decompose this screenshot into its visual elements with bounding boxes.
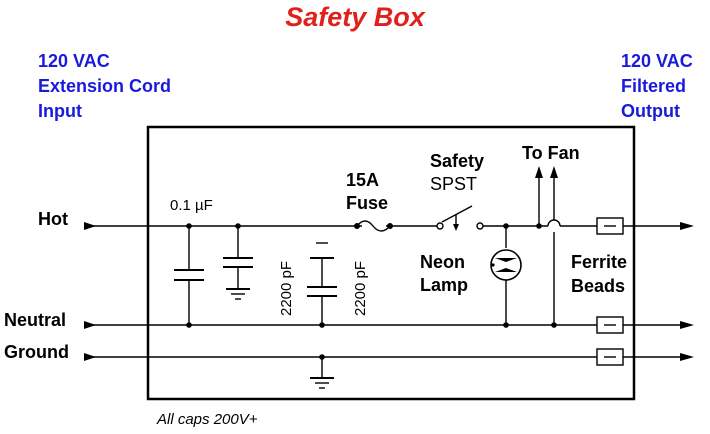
fuse-label-line-2: Fuse [346, 193, 388, 213]
capacitor-2200pf-neutral [307, 242, 337, 328]
hot-input-arrow [84, 222, 96, 230]
output-label-line-3: Output [621, 101, 680, 121]
fan-taps [535, 166, 558, 328]
fuse [354, 220, 393, 232]
ground-output-arrow [680, 353, 694, 361]
lamp-label-line-1: Neon [420, 252, 465, 272]
ground-input-arrow [84, 353, 96, 361]
output-label-line-1: 120 VAC [621, 51, 693, 71]
enclosure-box [146, 125, 636, 401]
diagram-title: Safety Box [285, 2, 426, 32]
neutral-wire [84, 321, 694, 329]
input-label-line-2: Extension Cord [38, 76, 171, 96]
cap1-label: 0.1 µF [170, 197, 213, 214]
fan-label: To Fan [522, 143, 580, 163]
caps-rating-note: All caps 200V+ [156, 411, 258, 428]
hot-wire [84, 219, 694, 230]
fuse-label-line-1: 15A [346, 170, 379, 190]
neutral-output-arrow [680, 321, 694, 329]
capacitor-2200pf-hot [223, 223, 253, 300]
output-label-line-2: Filtered [621, 76, 686, 96]
hot-label: Hot [38, 209, 68, 229]
safety-switch [436, 205, 484, 231]
output-label: 120 VAC Filtered Output [621, 51, 693, 121]
beads-label-line-2: Beads [571, 276, 625, 296]
chassis-ground [310, 354, 334, 389]
ground-label: Ground [4, 342, 69, 362]
switch-label-line-2: SPST [430, 174, 477, 194]
lamp-label-line-2: Lamp [420, 275, 468, 295]
ground-wire [84, 353, 694, 361]
beads-label-line-1: Ferrite [571, 252, 627, 272]
neon-lamp [490, 223, 522, 328]
input-label: 120 VAC Extension Cord Input [38, 51, 171, 121]
ferrite-beads [596, 217, 624, 366]
neutral-label: Neutral [4, 310, 66, 330]
neutral-input-arrow [84, 321, 96, 329]
input-label-line-3: Input [38, 101, 82, 121]
hot-output-arrow [680, 222, 694, 230]
cap3-label: 2200 pF [352, 261, 369, 316]
switch-label-line-1: Safety [430, 151, 484, 171]
cap2-label: 2200 pF [278, 261, 295, 316]
capacitor-0-1uf [174, 223, 204, 328]
input-label-line-1: 120 VAC [38, 51, 110, 71]
